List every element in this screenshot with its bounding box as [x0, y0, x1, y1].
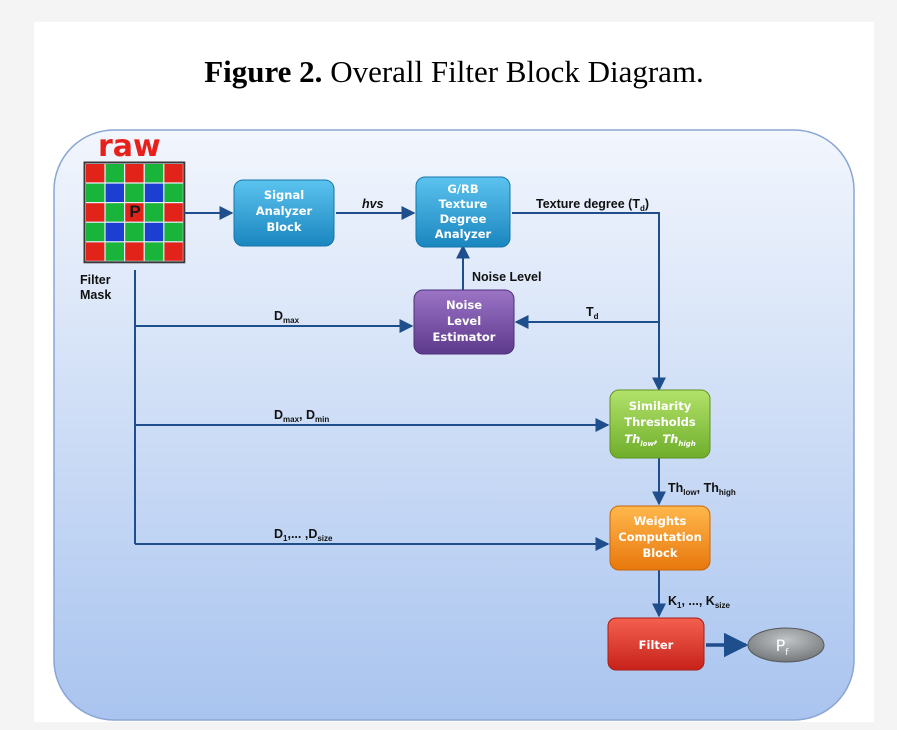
- filter-mask-cell: [86, 183, 105, 202]
- label-dmax-dmin: Dmax, Dmin: [274, 408, 329, 424]
- filter-mask-cell: [164, 203, 183, 222]
- signal-line1: Signal: [264, 188, 304, 202]
- filter-mask-cell: [105, 222, 124, 242]
- label-k1-ksize: K1, ..., Ksize: [668, 594, 731, 610]
- filter-mask-cell: [86, 242, 105, 261]
- filter-mask-grid: [83, 161, 186, 264]
- page: Figure 2. Overall Filter Block Diagram.: [34, 22, 874, 722]
- connectors: [134, 206, 749, 658]
- similarity-line1: Similarity: [629, 399, 692, 413]
- texture-line3: Degree: [440, 212, 487, 226]
- block-diagram: raw P Filter Mask: [53, 129, 855, 721]
- similarity-line2: Thresholds: [624, 415, 696, 429]
- label-d1-dsize: D1,... ,Dsize: [274, 527, 333, 543]
- raw-label: raw: [98, 129, 161, 164]
- filter-mask-cell: [164, 242, 183, 261]
- filter-mask-cell: [144, 222, 164, 242]
- filter-mask-cell: [144, 242, 164, 261]
- filter-mask-cell: [144, 164, 164, 183]
- texture-line1: G/RB: [447, 182, 478, 196]
- filter-mask-cell: [105, 242, 124, 261]
- output-pf-node: Pf: [747, 627, 825, 663]
- label-td: Td: [586, 305, 599, 321]
- caption-text: Overall Filter Block Diagram.: [322, 54, 704, 89]
- label-hvs: hvs: [362, 197, 384, 211]
- label-noise-level: Noise Level: [472, 270, 541, 284]
- filter-mask-cell: [125, 222, 144, 242]
- filter-mask-cell: [164, 164, 183, 183]
- signal-line2: Analyzer: [256, 204, 313, 218]
- filter-mask-label-line2: Mask: [80, 288, 111, 302]
- label-dmax: Dmax: [274, 309, 300, 325]
- figure-caption: Figure 2. Overall Filter Block Diagram.: [34, 54, 874, 90]
- signal-line3: Block: [266, 220, 301, 234]
- filter-mask-cell: [105, 164, 124, 183]
- filter-mask-cell: [125, 242, 144, 261]
- filter-mask-cell: [125, 183, 144, 202]
- filter-mask-cell: [86, 203, 105, 222]
- label-th-low-high: Thlow, Thhigh: [668, 481, 736, 497]
- filter-mask-label-line1: Filter: [80, 273, 111, 287]
- filter-mask-cell: [144, 203, 164, 222]
- texture-degree-analyzer-block: G/RB Texture Degree Analyzer: [415, 176, 511, 248]
- texture-line2: Texture: [439, 197, 488, 211]
- output-pf-text: Pf: [776, 636, 790, 658]
- weights-line1: Weights: [634, 514, 687, 528]
- arrow-texture-to-similarity: [512, 212, 666, 392]
- weights-computation-block: Weights Computation Block: [609, 505, 711, 571]
- weights-line2: Computation: [618, 530, 702, 544]
- filter-mask-cell: [86, 164, 105, 183]
- similarity-line3: Thlow, Thhigh: [624, 432, 696, 448]
- filter-mask-cell: [105, 203, 124, 222]
- noise-level-estimator-block: Noise Level Estimator: [413, 289, 515, 355]
- filter-mask-cell: [105, 183, 124, 202]
- filter-mask-center-letter: P: [129, 202, 140, 221]
- texture-line4: Analyzer: [435, 227, 492, 241]
- filter-block: Filter: [607, 617, 705, 671]
- filter-mask-cell: [164, 183, 183, 202]
- filter-mask-cell: [125, 203, 144, 222]
- signal-analyzer-block: Signal Analyzer Block: [233, 179, 335, 247]
- weights-line3: Block: [642, 546, 677, 560]
- noise-line3: Estimator: [433, 330, 496, 344]
- filter-mask-cell: [144, 183, 164, 202]
- similarity-thresholds-block: Similarity Thresholds Thlow, Thhigh: [609, 389, 711, 459]
- filter-mask-cell: [125, 164, 144, 183]
- filter-mask-cell: [86, 222, 105, 242]
- filter-mask-cell: [164, 222, 183, 242]
- filter-text: Filter: [639, 638, 674, 652]
- caption-prefix: Figure 2.: [204, 54, 323, 89]
- noise-line1: Noise: [446, 298, 482, 312]
- noise-line2: Level: [447, 314, 481, 328]
- label-texture-degree: Texture degree (Td): [536, 197, 649, 213]
